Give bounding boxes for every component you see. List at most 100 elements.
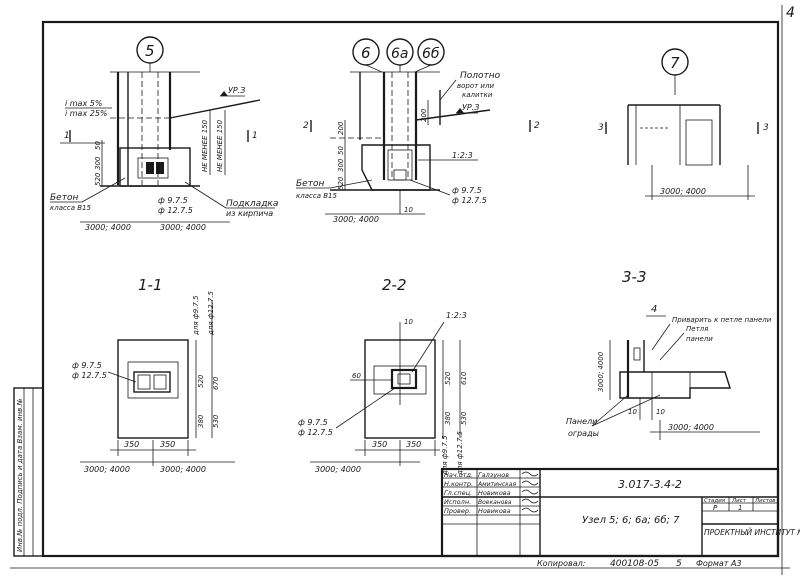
svg-text:класса В15: класса В15 (296, 192, 337, 200)
svg-text:НЕ МЕНЕЕ 150: НЕ МЕНЕЕ 150 (216, 119, 224, 172)
svg-text:4: 4 (651, 304, 657, 315)
svg-text:3000; 4000: 3000; 4000 (84, 465, 130, 474)
svg-text:6: 6 (361, 44, 371, 62)
svg-text:50: 50 (337, 146, 345, 155)
svg-text:530: 530 (212, 414, 220, 428)
section-2-2-title: 2-2 (382, 276, 407, 294)
svg-text:Панели: Панели (566, 417, 597, 426)
svg-text:3000; 4000: 3000; 4000 (160, 223, 206, 232)
svg-text:ф 12.7.5: ф 12.7.5 (298, 428, 333, 437)
svg-text:для ф9.7.5: для ф9.7.5 (441, 435, 449, 476)
svg-text:10: 10 (404, 206, 413, 214)
node-5-concrete: Бетон (50, 193, 78, 203)
svg-text:1:2:3: 1:2:3 (446, 311, 467, 320)
svg-text:ф 9.7.5: ф 9.7.5 (72, 361, 102, 370)
svg-text:10: 10 (404, 318, 413, 326)
node-5-slope1: i max 5% (65, 99, 102, 108)
svg-text:300: 300 (94, 156, 102, 170)
svg-text:Гл.спец.: Гл.спец. (444, 489, 472, 497)
svg-text:3000; 4000: 3000; 4000 (333, 215, 379, 224)
svg-text:Подкладка: Подкладка (226, 199, 278, 209)
svg-text:350: 350 (160, 440, 175, 449)
organization: ПРОЕКТНЫЙ ИНСТИТУТ №2 (704, 528, 800, 537)
sheet-title: Узел 5; 6; 6а; 6б; 7 (582, 514, 680, 526)
svg-text:Новикова: Новикова (478, 507, 511, 515)
svg-text:380: 380 (197, 414, 205, 428)
svg-text:3000; 4000: 3000; 4000 (660, 187, 706, 196)
svg-text:7: 7 (670, 54, 680, 72)
svg-text:350: 350 (124, 440, 139, 449)
designation: 3.017-3.4-2 (618, 478, 682, 491)
section-3-3-title: 3-3 (622, 268, 647, 286)
svg-text:350: 350 (372, 440, 387, 449)
section-1-1-title: 1-1 (138, 276, 163, 294)
svg-text:350: 350 (406, 440, 421, 449)
section-2-2: 2-2 10 60 1:2:3 520 610 380 530 для ф9.7… (298, 276, 468, 476)
svg-text:10: 10 (628, 408, 637, 416)
sheet-frame (10, 5, 790, 575)
svg-text:400108-05: 400108-05 (610, 559, 659, 569)
svg-text:610: 610 (460, 371, 468, 385)
side-stamp-text: Инв.№ подл. Подпись и дата Взам. инв.№ (16, 398, 24, 552)
svg-text:520: 520 (337, 176, 345, 190)
page-number: 4 (786, 5, 795, 21)
svg-text:670: 670 (212, 376, 220, 390)
svg-text:Воеканова: Воеканова (478, 499, 512, 506)
svg-text:1:2:3: 1:2:3 (452, 151, 473, 160)
svg-text:6а: 6а (391, 46, 409, 62)
svg-text:60: 60 (352, 372, 361, 380)
svg-text:520: 520 (444, 371, 452, 385)
svg-text:520: 520 (197, 374, 205, 388)
svg-text:Полотно: Полотно (460, 71, 501, 81)
section-3-3: 3-3 4 Приварить к петле панели Петля пан… (566, 268, 772, 440)
svg-text:Формат А3: Формат А3 (696, 559, 742, 568)
svg-text:панели: панели (686, 335, 713, 343)
svg-text:для ф12.7.5: для ф12.7.5 (207, 290, 215, 336)
node-5-slope2: i max 25% (65, 109, 108, 118)
svg-text:6б: 6б (422, 46, 440, 62)
svg-text:Галзунов: Галзунов (478, 471, 509, 479)
svg-text:Лист: Лист (731, 498, 747, 504)
svg-text:Стадия: Стадия (704, 498, 726, 504)
svg-text:Листов: Листов (754, 498, 776, 504)
title-block: 3.017-3.4-2 Узел 5; 6; 6а; 6б; 7 Стадия … (440, 467, 800, 558)
svg-text:3000; 4000: 3000; 4000 (160, 465, 206, 474)
svg-text:5: 5 (676, 559, 682, 569)
node-5-concrete-class: класса В15 (50, 204, 91, 212)
svg-text:1: 1 (252, 131, 258, 141)
node-5-id: 5 (145, 42, 155, 60)
svg-text:калитки: калитки (462, 91, 493, 99)
svg-text:ф 9.7.5: ф 9.7.5 (158, 196, 188, 205)
node-6: 6 6а 6б Полотно ворот или калитки УР.З (296, 38, 540, 224)
svg-text:УР.З: УР.З (462, 103, 479, 112)
node-5: 5 УР.З i max 5% i max 25% 50 300 520 НЕ … (50, 36, 278, 232)
svg-text:200: 200 (420, 108, 428, 122)
svg-text:2: 2 (534, 121, 540, 131)
svg-text:ограды: ограды (568, 429, 599, 438)
svg-text:520: 520 (94, 172, 102, 186)
section-1-1: 1-1 ф 9.7.5 ф 12.7.5 для ф9.7.5 для ф12.… (72, 276, 235, 474)
svg-text:ворот или: ворот или (457, 82, 494, 90)
svg-text:300: 300 (337, 158, 345, 172)
svg-text:530: 530 (460, 411, 468, 425)
svg-text:ф 9.7.5: ф 9.7.5 (452, 186, 482, 195)
svg-text:ф 9.7.5: ф 9.7.5 (298, 418, 328, 427)
svg-text:3000; 4000: 3000; 4000 (668, 423, 714, 432)
svg-text:Амитинская: Амитинская (477, 481, 516, 488)
svg-text:Копировал:: Копировал: (537, 559, 586, 568)
svg-text:3: 3 (763, 123, 769, 133)
svg-text:для ф12.7.5: для ф12.7.5 (456, 430, 464, 476)
svg-text:Исполн.: Исполн. (444, 498, 471, 506)
svg-text:Приварить к петле панели: Приварить к петле панели (672, 316, 772, 324)
svg-text:ф 12.7.5: ф 12.7.5 (452, 196, 487, 205)
svg-text:1: 1 (64, 131, 70, 141)
svg-text:ф 12.7.5: ф 12.7.5 (158, 206, 193, 215)
svg-text:Н.контр.: Н.контр. (444, 480, 473, 488)
svg-text:Петля: Петля (686, 325, 708, 333)
svg-text:ф 12.7.5: ф 12.7.5 (72, 371, 107, 380)
svg-text:1: 1 (738, 504, 742, 512)
node-7: 7 3 3 3000; 4000 (598, 48, 769, 200)
svg-text:для ф9.7.5: для ф9.7.5 (192, 295, 200, 336)
side-stamp: Инв.№ подл. Подпись и дата Взам. инв.№ (13, 387, 44, 557)
